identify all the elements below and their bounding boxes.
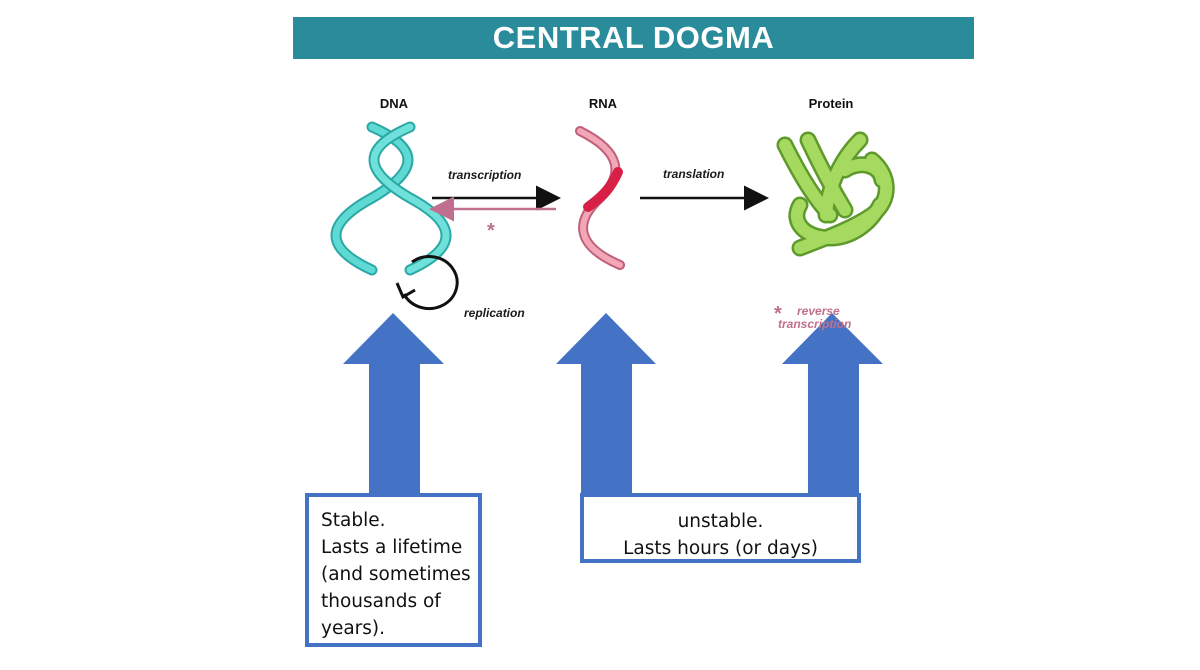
reverse-label-line1: reverse [797, 304, 840, 318]
stable-line: years). [321, 618, 386, 639]
rna-single-strand-icon [575, 126, 625, 270]
stable-info-box: Stable. Lasts a lifetime (and sometimes … [305, 493, 482, 647]
circular-arrow-icon [395, 255, 459, 311]
diagram-title: CENTRAL DOGMA [492, 20, 775, 55]
footnote-asterisk: * [774, 303, 782, 325]
transcription-label: transcription [448, 168, 522, 182]
dna-stability-arrow [343, 313, 444, 500]
protein-stability-arrow [782, 313, 883, 500]
stable-line: thousands of [321, 591, 441, 612]
reverse-label-line2: transcription [778, 317, 852, 331]
protein-label: Protein [808, 96, 854, 111]
reverse-transcription-asterisk: * [487, 220, 495, 242]
replication-label: replication [464, 306, 525, 320]
title-bar: CENTRAL DOGMA [293, 17, 974, 59]
unstable-info-box: unstable. Lasts hours (or days) [580, 493, 861, 563]
translation-label: translation [663, 167, 725, 181]
rna-stability-arrow [556, 313, 656, 500]
stable-line: Lasts a lifetime [321, 537, 463, 558]
rna-label: RNA [588, 96, 618, 111]
unstable-line: unstable. [677, 511, 764, 532]
stable-line: (and sometimes [321, 564, 471, 585]
stable-line: Stable. [321, 510, 386, 531]
dna-label: DNA [379, 96, 409, 111]
folded-protein-icon [776, 131, 895, 257]
unstable-line: Lasts hours (or days) [623, 538, 818, 559]
dna-double-helix-icon [330, 121, 452, 276]
